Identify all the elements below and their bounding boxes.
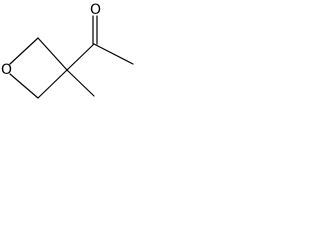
- bond-o-ch2-top: [9, 37, 39, 65]
- bond-cq-carbonyl-c: [66, 43, 95, 71]
- bond-cq-ch2-bottom: [37, 69, 68, 99]
- molecule-structure: O O: [1, 2, 134, 99]
- bond-cq-methyl: [66, 69, 95, 97]
- ring-oxygen-label: O: [1, 62, 12, 78]
- bond-ch2-bottom-o: [9, 73, 39, 99]
- bond-ch2-top-cq: [37, 37, 68, 71]
- structure-canvas: O O: [0, 0, 138, 102]
- bond-carbonyl-c-methyl: [93, 43, 134, 65]
- carbonyl-oxygen-label: O: [90, 2, 101, 18]
